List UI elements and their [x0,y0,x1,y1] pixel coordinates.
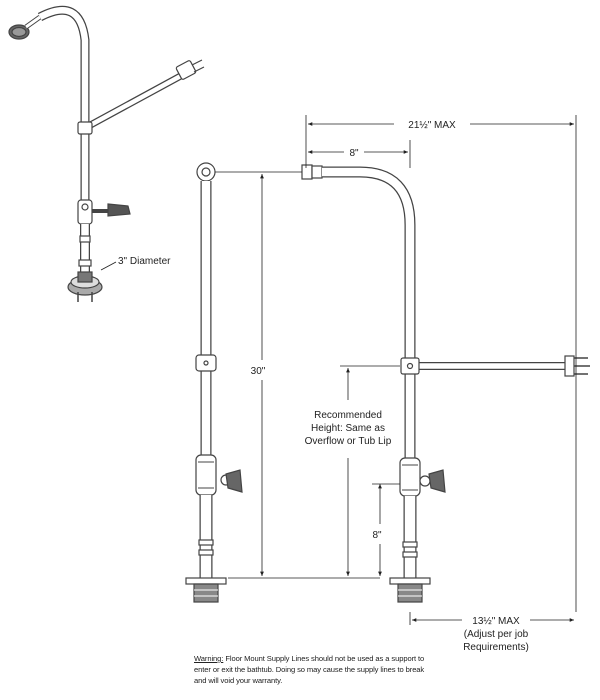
bottom-note-line2: Requirements) [463,642,529,653]
side-wall-flange [564,355,575,377]
height-label: 30" [251,366,266,377]
side-lever-handle-icon [428,469,446,493]
lever-handle-icon [107,203,131,217]
warning-text: Floor Mount Supply Lines should not be u… [194,654,425,685]
front-lever-handle-icon [225,469,243,493]
shower-head-icon [8,14,42,40]
side-floor-flange [389,577,431,585]
perspective-riser-arc [37,5,90,200]
front-elevation [185,162,243,603]
bottom-width-label: 13½" MAX [472,616,520,627]
side-elevation [301,164,590,603]
front-floor-flange [185,577,227,585]
dimension-lines [215,115,577,625]
warning-note: Warning: Floor Mount Supply Lines should… [194,653,434,686]
perspective-view [8,5,205,302]
recommended-line3: Overflow or Tub Lip [305,436,392,447]
top-width-label: 8" [349,148,359,159]
warning-label: Warning: [194,654,224,663]
low-height-label: 8" [372,530,382,541]
bottom-note-line1: (Adjust per job [464,629,529,640]
front-valve-body [195,454,217,496]
wall-flange [175,60,197,80]
max-width-label: 21½" MAX [408,120,456,131]
recommended-line1: Recommended [314,410,382,421]
recommended-line2: Height: Same as [311,423,385,434]
arm-clamp [77,121,93,135]
diameter-label: 3" Diameter [118,256,171,267]
